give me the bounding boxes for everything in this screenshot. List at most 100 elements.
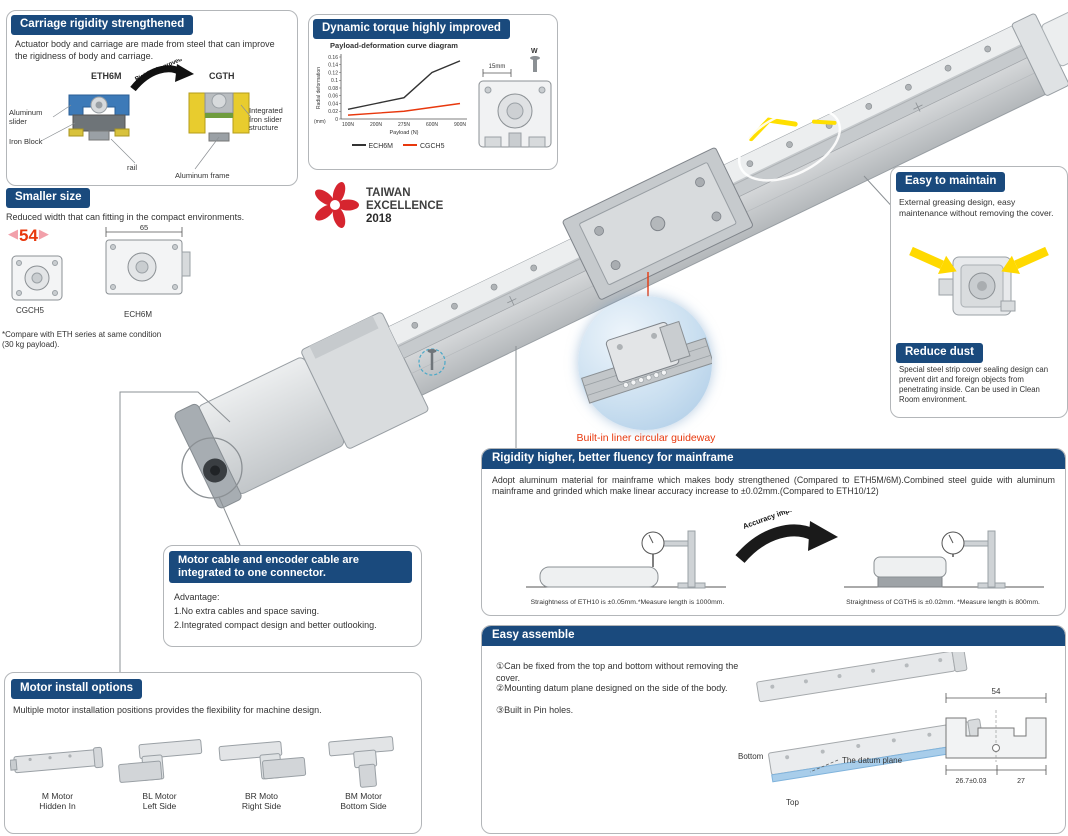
reduce-dust-body: Special steel strip cover sealing design… [899, 365, 1049, 405]
easy-assemble-item-1: ①Can be fixed from the top and bottom wi… [496, 661, 739, 683]
svg-text:0.04: 0.04 [328, 101, 338, 107]
motor-install-body: Multiple motor installation positions pr… [13, 705, 322, 715]
label-datum-plane: The datum plane [842, 756, 903, 765]
svg-text:Payload (N): Payload (N) [389, 130, 418, 136]
advantage-label: Advantage: [174, 592, 220, 602]
motor-option-br-diagram [218, 740, 306, 780]
svg-text:W: W [531, 48, 538, 55]
feature-box-rigidity-higher: Rigidity higher, better fluency for main… [481, 448, 1066, 616]
width-54-dimension: ◀54▶ [8, 226, 49, 246]
motor-option-bl-position: Left Side [142, 801, 177, 812]
svg-text:275N: 275N [398, 122, 410, 128]
label-integrated-structure: Integrated Iron slider structure [249, 106, 283, 133]
motor-option-br-name: BR Moto [244, 791, 279, 801]
easy-assemble-item-2: ②Mounting datum plane designed on the si… [496, 683, 728, 693]
svg-text:0.08: 0.08 [328, 86, 338, 92]
model-label-eth6m: ETH6M [91, 71, 122, 81]
feature-box-dynamic-torque: Dynamic torque highly improved Payload-d… [308, 14, 558, 170]
svg-text:0.02: 0.02 [328, 109, 338, 115]
carriage-section-diagram: W 15mm [478, 48, 552, 148]
smaller-size-body: Reduced width that can fitting in the co… [6, 212, 245, 222]
label-bottom: Bottom [738, 752, 764, 761]
accuracy-improved-arrow-icon: Accuracy improved [735, 511, 838, 564]
motor-option-m-name: M Motor [41, 791, 74, 801]
reduce-dust-header: Reduce dust [896, 343, 984, 364]
chart-title: Payload-deformation curve diagram [330, 41, 458, 50]
legend-label-ech6m: ECH6M [368, 143, 394, 150]
motor-option-m: M Motor Hidden In [7, 723, 108, 811]
smaller-size-footnote: *Compare with ETH series at same conditi… [2, 330, 162, 350]
excellence-text: EXCELLENCE [366, 200, 444, 212]
cgth-slider-diagram [188, 92, 250, 142]
motor-install-header: Motor install options [11, 679, 143, 700]
motor-connector-callout-circle [181, 437, 243, 499]
svg-text:65: 65 [140, 223, 148, 232]
year-text: 2018 [366, 213, 392, 225]
model-label-cgth: CGTH [209, 71, 235, 81]
motor-option-m-diagram [9, 746, 103, 774]
label-ech6m: ECH6M [124, 310, 153, 319]
payload-deformation-chart: 0 0.02 0.040.06 0.08 0.1 0.120.14 0.16 100N 200N… [314, 54, 467, 136]
motor-option-bm-position: Bottom Side [340, 801, 387, 812]
svg-text:0.14: 0.14 [328, 63, 338, 69]
label-cgch5: CGCH5 [16, 306, 45, 315]
carriage-rigidity-header: Carriage rigidity strengthened [11, 15, 194, 36]
ech6m-front-drawing: 65 [105, 223, 191, 295]
rigidity-improved-arrow-icon: Rigidity improved [130, 59, 194, 92]
label-leader-lines [40, 104, 252, 170]
motor-option-bl-diagram [117, 739, 202, 783]
dynamic-torque-header: Dynamic torque highly improved [313, 19, 510, 40]
legend-dash-cgch5 [402, 144, 417, 147]
guideway-caption: Built-in liner circular guideway [576, 432, 716, 444]
svg-text:100N: 100N [342, 122, 354, 128]
width-54-value: 54 [19, 226, 38, 245]
svg-text:0.1: 0.1 [331, 78, 338, 84]
svg-text:0.16: 0.16 [328, 55, 338, 61]
svg-text:(mm): (mm) [314, 119, 326, 125]
easy-maintain-body: External greasing design, easy maintenan… [899, 197, 1054, 219]
label-aluminum-frame: Aluminum frame [175, 171, 230, 180]
svg-text:0.12: 0.12 [328, 70, 338, 76]
svg-text:26.7±0.03: 26.7±0.03 [955, 778, 986, 785]
svg-text:15mm: 15mm [489, 64, 506, 70]
dim-arrow-left-icon: ◀ [8, 226, 18, 241]
label-top: Top [786, 798, 799, 807]
guideway-closeup-drawing [581, 320, 712, 404]
motor-option-br: BR Moto Right Side [211, 723, 312, 811]
straightness-caption-eth10: Straightness of ETH10 is ±0.05mm.*Measur… [530, 599, 725, 606]
legend-dash-ech6m [351, 144, 366, 147]
smaller-size-header: Smaller size [6, 188, 91, 209]
feature-box-carriage-rigidity: Carriage rigidity strengthened Actuator … [6, 10, 298, 186]
eth6m-slider-diagram [68, 94, 130, 141]
label-iron-block: Iron Block [9, 137, 43, 146]
taiwan-excellence-logo: TAIWAN EXCELLENCE 2018 [310, 178, 480, 236]
advantage-item-1: 1.No extra cables and space saving. [174, 606, 320, 616]
motor-option-bl-name: BL Motor [142, 791, 177, 801]
svg-text:0: 0 [335, 117, 338, 123]
easy-maintain-header: Easy to maintain [896, 172, 1006, 193]
greasing-diagram [909, 246, 1049, 316]
svg-text:27: 27 [1017, 778, 1025, 785]
advantage-item-2: 2.Integrated compact design and better o… [174, 620, 377, 630]
straightness-eth10-diagram [526, 530, 726, 589]
motor-option-bm-name: BM Motor [345, 791, 382, 801]
label-aluminum-slider: Aluminum slider [9, 108, 43, 126]
feature-box-maintain-dust: Easy to maintain External greasing desig… [890, 166, 1068, 418]
svg-text:Radial deformation: Radial deformation [316, 67, 322, 109]
rigidity-higher-header: Rigidity higher, better fluency for main… [482, 449, 1065, 470]
chart-legend: ECH6M CGCH5 [319, 143, 469, 150]
label-rail: rail [127, 163, 138, 172]
dim-arrow-right-icon: ▶ [38, 226, 49, 241]
cross-section-drawing: 54 26.7±0.03 27 [945, 687, 1047, 785]
motor-option-bm: BM Motor Bottom Side [313, 723, 414, 811]
motor-option-bl: BL Motor Left Side [109, 723, 210, 811]
easy-assemble-header: Easy assemble [482, 626, 1065, 647]
feature-box-motor-install: Motor install options Multiple motor ins… [4, 672, 422, 834]
motor-cable-header: Motor cable and encoder cable are integr… [169, 551, 412, 584]
assembly-rails-diagram [756, 652, 982, 783]
svg-text:200N: 200N [370, 122, 382, 128]
svg-text:0.06: 0.06 [328, 94, 338, 100]
taiwan-excellence-flower-icon [315, 182, 359, 228]
